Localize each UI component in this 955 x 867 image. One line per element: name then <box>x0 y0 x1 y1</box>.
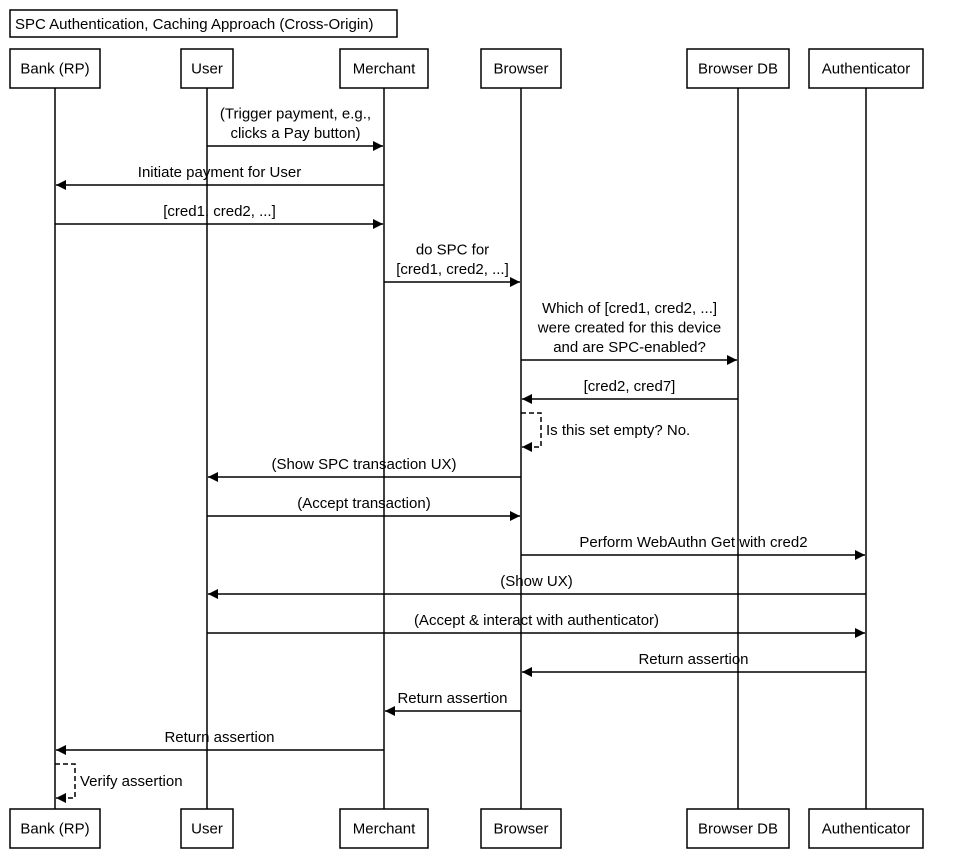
message-1: (Trigger payment, e.g., clicks a Pay butt… <box>207 106 383 151</box>
participant-label: Browser <box>493 821 548 838</box>
message-label: Return assertion <box>638 651 748 668</box>
participant-box <box>808 48 924 89</box>
participant-box <box>808 808 924 849</box>
participant-box <box>480 48 562 89</box>
participant-bottom-browser: Browser <box>480 808 562 849</box>
message-7: Is this set empty? No. <box>521 412 690 452</box>
participant-box <box>480 808 562 849</box>
message-6: [cred2, cred7] <box>522 378 738 404</box>
message-8: (Show SPC transaction UX) <box>208 456 521 482</box>
participant-bottom-user: User <box>180 808 234 849</box>
participant-top-user: User <box>180 48 234 89</box>
participant-label: Authenticator <box>822 61 910 78</box>
message-label: do SPC for <box>416 242 489 259</box>
message-9: (Accept transaction) <box>207 495 520 521</box>
message-label: Which of [cred1, cred2, ...] <box>542 300 717 317</box>
message-2: Initiate payment for User <box>56 164 384 190</box>
message-16: Verify assertion <box>55 763 183 803</box>
participant-box <box>180 48 234 89</box>
participant-label: Browser DB <box>698 821 778 838</box>
message-label: (Accept & interact with authenticator) <box>414 612 659 629</box>
message-5: Which of [cred1, cred2, ...] were created… <box>521 300 737 365</box>
self-message-arrow <box>521 412 542 452</box>
participant-box <box>339 48 429 89</box>
lifelines <box>54 88 867 809</box>
message-11: (Show UX) <box>208 573 866 599</box>
message-13: Return assertion <box>522 651 866 677</box>
participant-top-bank: Bank (RP) <box>9 48 101 89</box>
messages: (Trigger payment, e.g., clicks a Pay butt… <box>55 106 866 803</box>
message-label: (Show SPC transaction UX) <box>271 456 456 473</box>
participant-bottom-merchant: Merchant <box>339 808 429 849</box>
message-label: and are SPC-enabled? <box>553 339 706 356</box>
participant-bottom-browserdb: Browser DB <box>686 808 790 849</box>
message-label: Verify assertion <box>80 773 183 790</box>
message-label: Is this set empty? No. <box>546 422 690 439</box>
message-label: Perform WebAuthn Get with cred2 <box>579 534 807 551</box>
message-label: (Accept transaction) <box>297 495 430 512</box>
self-message-arrow <box>55 763 76 803</box>
participant-label: Authenticator <box>822 821 910 838</box>
participant-label: Bank (RP) <box>20 61 89 78</box>
participant-box <box>180 808 234 849</box>
participant-label: User <box>191 61 223 78</box>
message-label: Initiate payment for User <box>138 164 301 181</box>
message-label: Return assertion <box>164 729 274 746</box>
participant-bottom-bank: Bank (RP) <box>9 808 101 849</box>
participant-top-browserdb: Browser DB <box>686 48 790 89</box>
message-label: (Show UX) <box>500 573 573 590</box>
participant-label: Merchant <box>353 821 416 838</box>
participant-label: Browser <box>493 61 548 78</box>
message-12: (Accept & interact with authenticator) <box>207 612 865 638</box>
participant-box <box>9 808 101 849</box>
participant-top-browser: Browser <box>480 48 562 89</box>
participant-top-merchant: Merchant <box>339 48 429 89</box>
message-10: Perform WebAuthn Get with cred2 <box>521 534 865 560</box>
participants: Bank (RP)Bank (RP)UserUserMerchantMercha… <box>9 48 924 849</box>
title-box <box>9 9 398 38</box>
participant-label: User <box>191 821 223 838</box>
message-label: were created for this device <box>537 320 721 337</box>
message-4: do SPC for [cred1, cred2, ...] <box>384 242 520 287</box>
participant-bottom-authenticator: Authenticator <box>808 808 924 849</box>
message-3: [cred1, cred2, ...] <box>55 203 383 229</box>
message-14: Return assertion <box>385 690 521 716</box>
message-label: [cred2, cred7] <box>584 378 676 395</box>
message-label: Return assertion <box>397 690 507 707</box>
participant-box <box>686 808 790 849</box>
title-text: SPC Authentication, Caching Approach (Cr… <box>15 16 374 33</box>
message-label: [cred1, cred2, ...] <box>396 261 509 278</box>
participant-label: Merchant <box>353 61 416 78</box>
message-15: Return assertion <box>56 729 384 755</box>
diagram-title: SPC Authentication, Caching Approach (Cr… <box>9 9 398 38</box>
participant-box <box>686 48 790 89</box>
participant-label: Bank (RP) <box>20 821 89 838</box>
participant-label: Browser DB <box>698 61 778 78</box>
message-label: [cred1, cred2, ...] <box>163 203 276 220</box>
message-label: (Trigger payment, e.g., <box>220 106 371 123</box>
participant-top-authenticator: Authenticator <box>808 48 924 89</box>
participant-box <box>9 48 101 89</box>
message-label: clicks a Pay button) <box>230 125 360 142</box>
participant-box <box>339 808 429 849</box>
